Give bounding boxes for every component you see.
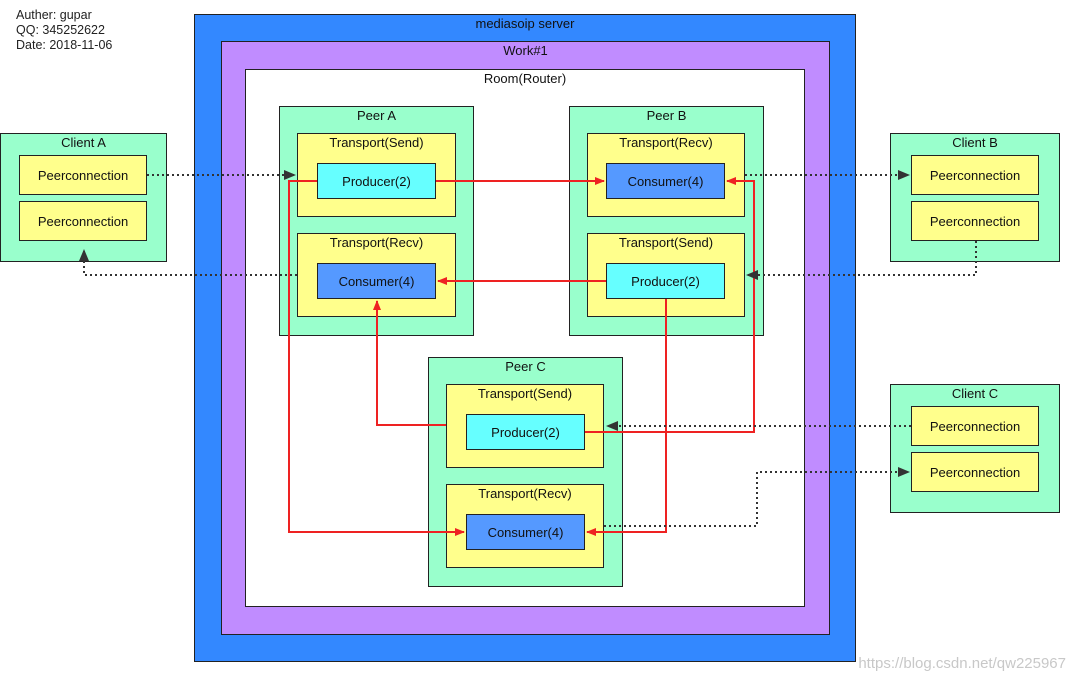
- peer-a-consumer: Consumer(4): [317, 263, 436, 299]
- client-a-peerconnection-1: Peerconnection: [19, 155, 147, 195]
- peer-b-producer: Producer(2): [606, 263, 725, 299]
- server-title: mediasoip server: [475, 16, 575, 31]
- author-info: Auther: gupar QQ: 345252622 Date: 2018-1…: [16, 8, 112, 53]
- peer-a-producer: Producer(2): [317, 163, 436, 199]
- peer-b-send-title: Transport(Send): [618, 235, 714, 250]
- qq-line: QQ: 345252622: [16, 23, 105, 37]
- peer-a-recv-title: Transport(Recv): [329, 235, 424, 250]
- peer-c-consumer: Consumer(4): [466, 514, 585, 550]
- peer-c-producer: Producer(2): [466, 414, 585, 450]
- client-b-peerconnection-1: Peerconnection: [911, 155, 1039, 195]
- room-title: Room(Router): [483, 71, 567, 86]
- client-c-box: Client C: [890, 384, 1060, 513]
- client-a-peerconnection-2: Peerconnection: [19, 201, 147, 241]
- worker-title: Work#1: [503, 43, 548, 58]
- client-a-box: Client A: [0, 133, 167, 262]
- peer-a-send-title: Transport(Send): [329, 135, 424, 150]
- peer-c-send-title: Transport(Send): [477, 386, 573, 401]
- peer-b-consumer: Consumer(4): [606, 163, 725, 199]
- client-c-peerconnection-1: Peerconnection: [911, 406, 1039, 446]
- client-b-peerconnection-2: Peerconnection: [911, 201, 1039, 241]
- client-c-title: Client C: [951, 386, 999, 401]
- client-a-title: Client A: [61, 135, 106, 150]
- client-b-box: Client B: [890, 133, 1060, 262]
- peer-b-recv-title: Transport(Recv): [619, 135, 713, 150]
- peer-a-title: Peer A: [356, 108, 397, 123]
- peer-c-title: Peer C: [505, 359, 546, 374]
- author-line: Auther: gupar: [16, 8, 92, 22]
- watermark: https://blog.csdn.net/qw225967: [858, 655, 1066, 672]
- client-c-peerconnection-2: Peerconnection: [911, 452, 1039, 492]
- client-b-title: Client B: [952, 135, 998, 150]
- peer-c-recv-title: Transport(Recv): [478, 486, 572, 501]
- date-line: Date: 2018-11-06: [16, 38, 113, 52]
- peer-b-title: Peer B: [646, 108, 687, 123]
